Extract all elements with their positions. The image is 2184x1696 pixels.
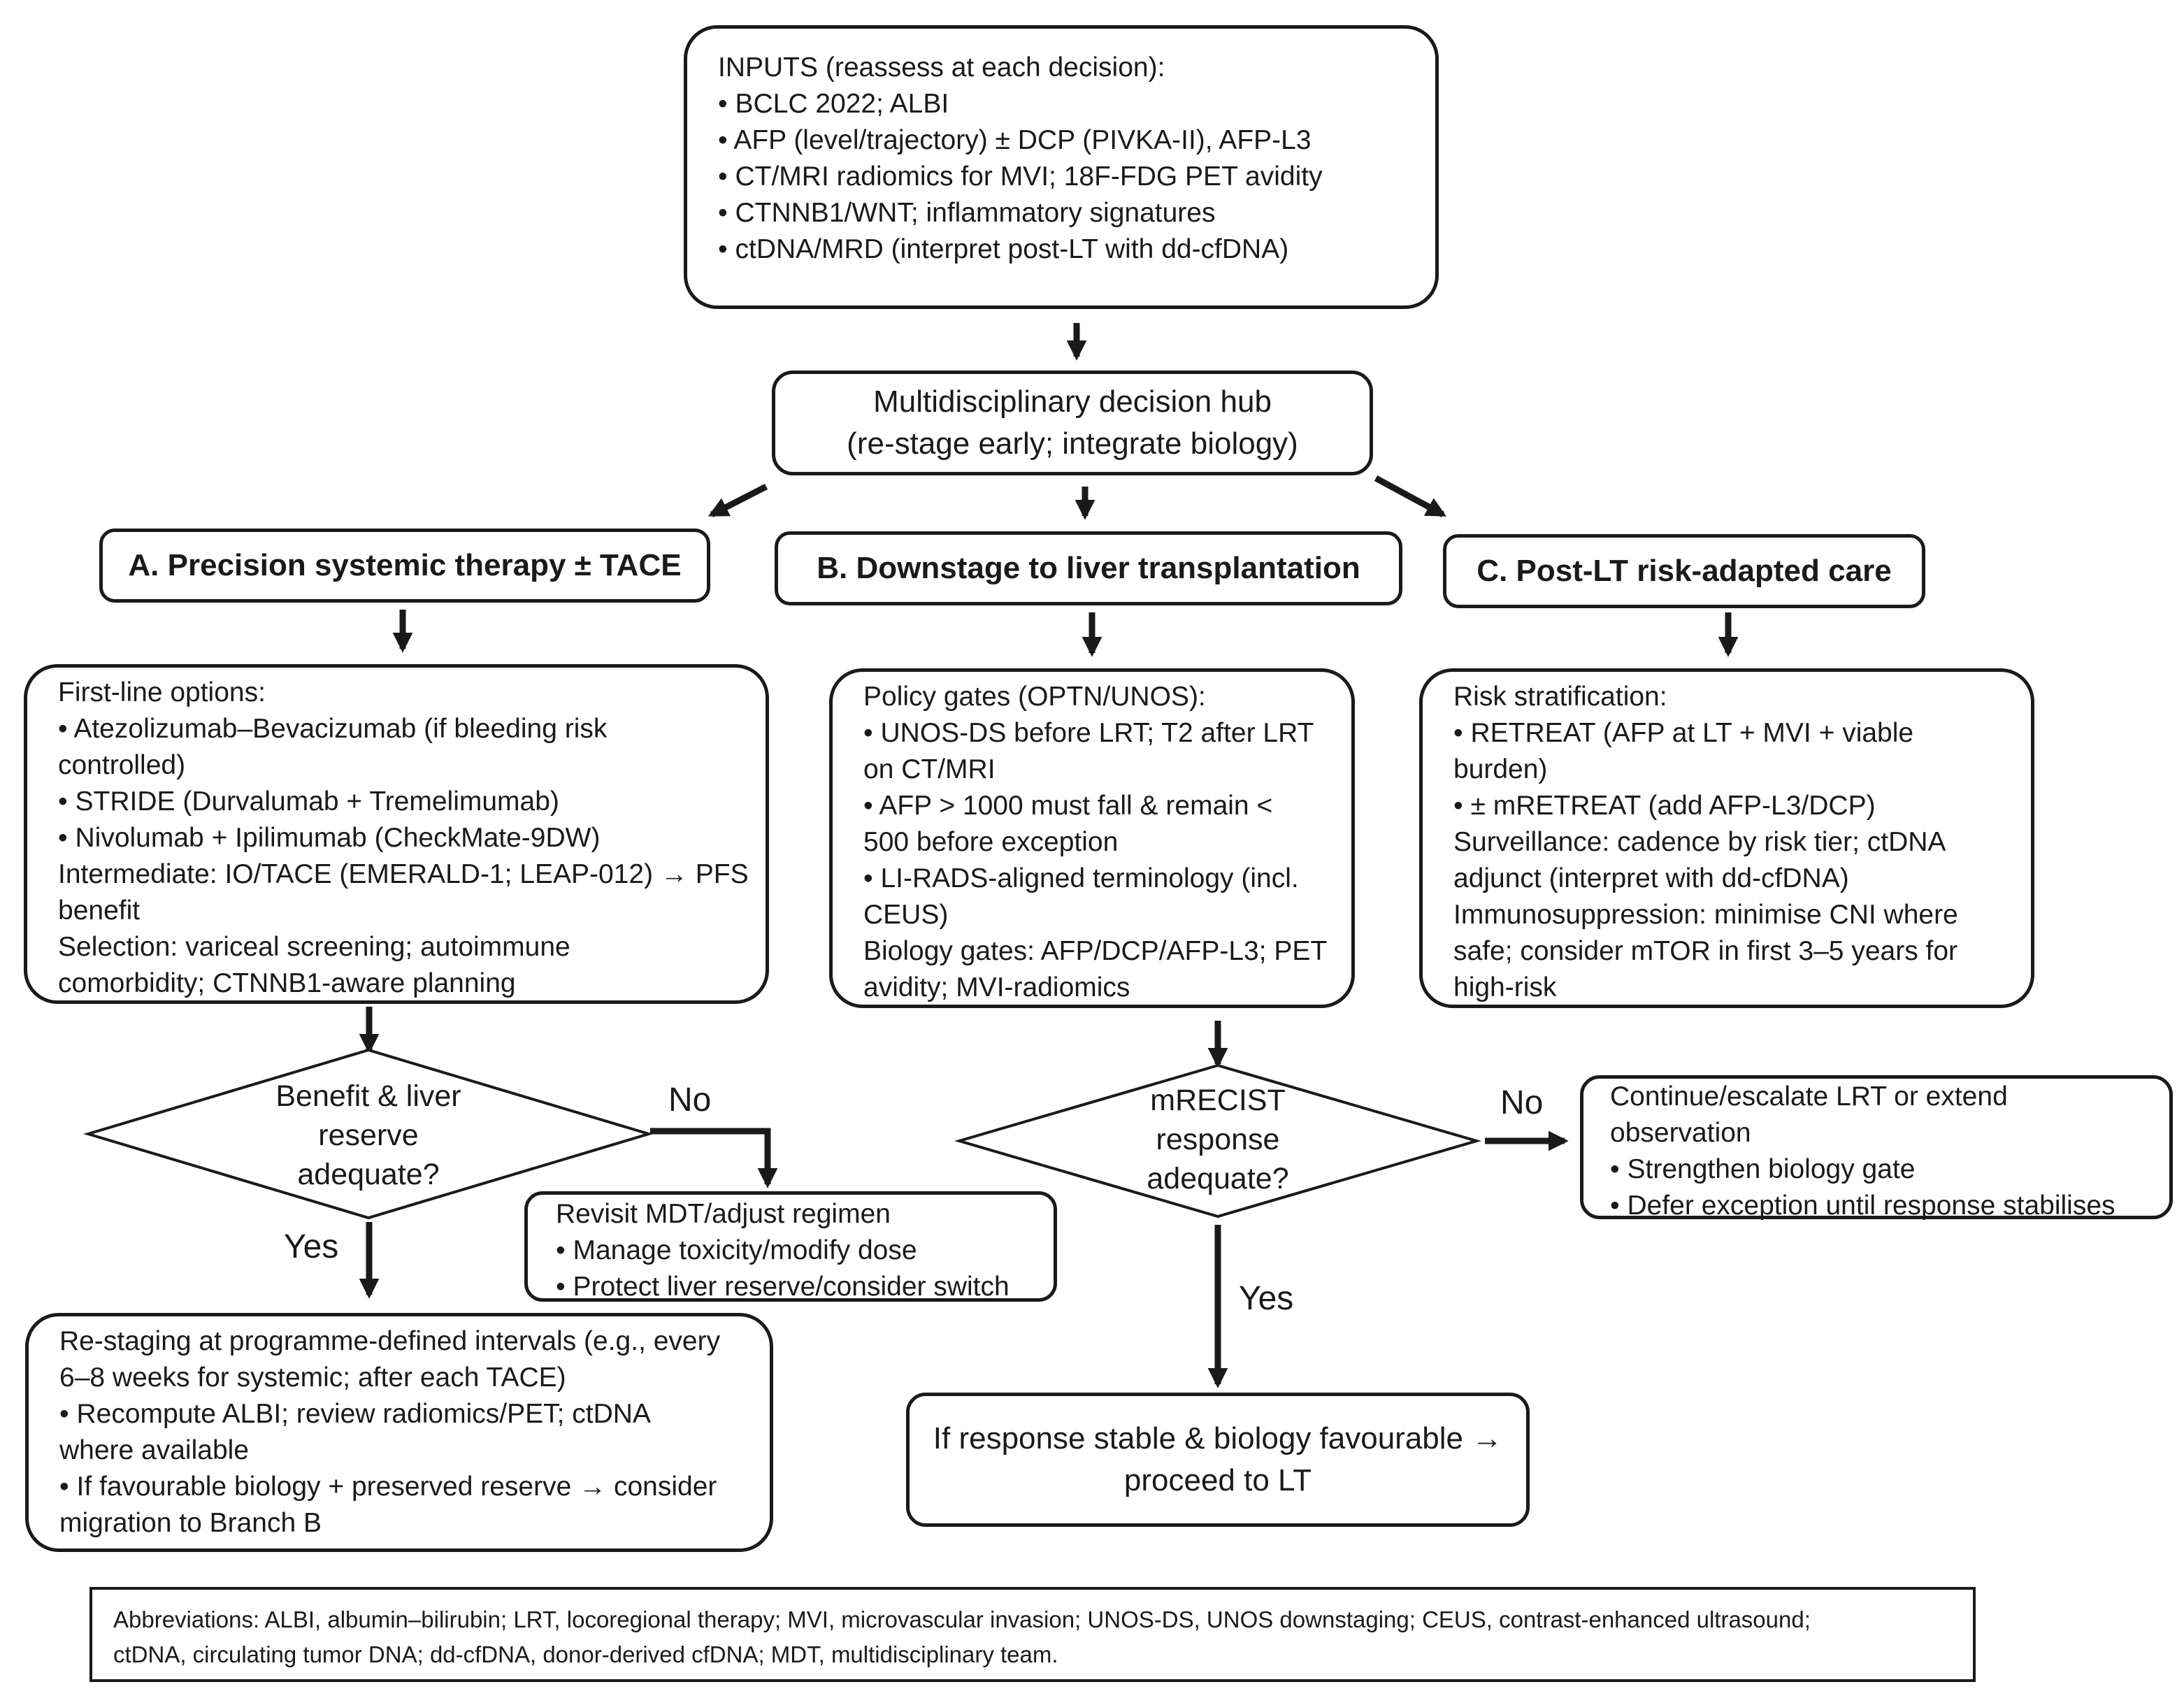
risk-line: Immunosuppression: minimise CNI where [1453, 900, 1958, 930]
revisit-mdt-box: Revisit MDT/adjust regimen • Manage toxi… [524, 1191, 1057, 1302]
continue-line: • Defer exception until response stabili… [1610, 1191, 2115, 1221]
decision-a-line: reserve [318, 1119, 419, 1152]
arrow-no-a-to-revisit [650, 1128, 778, 1188]
no-label-b: No [1500, 1084, 1544, 1121]
first-line-line: controlled) [58, 750, 186, 780]
branch-b-header: B. Downstage to liver transplantation [775, 531, 1402, 605]
policy-line: • AFP > 1000 must fall & remain < [863, 791, 1273, 821]
risk-line: • RETREAT (AFP at LT + MVI + viable [1453, 718, 1914, 748]
decision-hub-box: Multidisciplinary decision hub (re-stage… [772, 371, 1373, 475]
decision-b-line: response [1156, 1123, 1280, 1156]
revisit-line: • Protect liver reserve/consider switch [556, 1272, 1010, 1302]
decision-diamond-benefit [83, 1048, 654, 1220]
restaging-line: • Recompute ALBI; review radiomics/PET; … [59, 1399, 651, 1429]
decision-a-text: Benefit & liver reserve adequate? [229, 1077, 508, 1194]
continue-line: • Strengthen biology gate [1610, 1154, 1916, 1184]
decision-b-text: mRECIST response adequate? [1078, 1081, 1358, 1198]
inputs-item: • BCLC 2022; ALBI [718, 89, 949, 119]
proceed-to-lt-box: If response stable & biology favourable … [906, 1393, 1530, 1527]
restaging-box: Re-staging at programme-defined interval… [25, 1313, 773, 1552]
policy-line: avidity; MVI-radiomics [863, 972, 1130, 1002]
first-line-line: • STRIDE (Durvalumab + Tremelimumab) [58, 786, 559, 817]
hub-line: Multidisciplinary decision hub [873, 385, 1272, 419]
abbreviations-line: Abbreviations: ALBI, albumin–bilirubin; … [113, 1607, 1811, 1632]
risk-line: Risk stratification: [1453, 682, 1667, 712]
restaging-line: 6–8 weeks for systemic; after each TACE) [59, 1363, 566, 1393]
decision-b-line: adequate? [1147, 1162, 1289, 1195]
restaging-line: migration to Branch B [59, 1508, 322, 1538]
decision-b-line: mRECIST [1150, 1084, 1286, 1117]
arrow-hub-to-c [1374, 475, 1447, 517]
proceed-line: If response stable & biology favourable … [933, 1421, 1503, 1456]
first-line-line: First-line options: [58, 677, 266, 707]
inputs-item: • AFP (level/trajectory) ± DCP (PIVKA-II… [718, 125, 1312, 155]
first-line-line: Intermediate: IO/TACE (EMERALD-1; LEAP-0… [58, 859, 749, 889]
risk-line: safe; consider mTOR in first 3–5 years f… [1453, 936, 1958, 966]
decision-diamond-mrecist [954, 1063, 1482, 1219]
inputs-item: • ctDNA/MRD (interpret post-LT with dd-c… [718, 234, 1289, 264]
risk-line: Surveillance: cadence by risk tier; ctDN… [1453, 827, 1946, 857]
yes-label-b: Yes [1239, 1280, 1294, 1317]
risk-line: burden) [1453, 754, 1548, 784]
first-line-options-box: First-line options: • Atezolizumab–Bevac… [24, 664, 769, 1004]
revisit-line: • Manage toxicity/modify dose [556, 1235, 917, 1265]
decision-a-line: adequate? [297, 1158, 440, 1191]
proceed-line: proceed to LT [1123, 1463, 1312, 1497]
risk-line: • ± mRETREAT (add AFP-L3/DCP) [1453, 791, 1876, 821]
inputs-item: • CT/MRI radiomics for MVI; 18F-FDG PET … [718, 161, 1323, 192]
policy-line: CEUS) [863, 900, 949, 930]
first-line-line: • Nivolumab + Ipilimumab (CheckMate-9DW) [58, 823, 601, 853]
first-line-line: Selection: variceal screening; autoimmun… [58, 932, 570, 962]
no-label-a: No [668, 1081, 712, 1119]
yes-label-a: Yes [284, 1228, 339, 1265]
risk-line: high-risk [1453, 972, 1557, 1002]
policy-line: 500 before exception [863, 827, 1119, 857]
continue-line: Continue/escalate LRT or extend [1610, 1081, 2008, 1112]
inputs-item: • CTNNB1/WNT; inflammatory signatures [718, 198, 1216, 228]
first-line-line: comorbidity; CTNNB1-aware planning [58, 968, 516, 998]
restaging-line: • If favourable biology + preserved rese… [59, 1472, 717, 1502]
abbreviations-line: ctDNA, circulating tumor DNA; dd-cfDNA, … [113, 1641, 1058, 1667]
first-line-line: • Atezolizumab–Bevacizumab (if bleeding … [58, 714, 608, 744]
risk-stratification-box: Risk stratification: • RETREAT (AFP at L… [1419, 668, 2034, 1008]
branch-a-header: A. Precision systemic therapy ± TACE [99, 529, 710, 603]
risk-line: adjunct (interpret with dd-cfDNA) [1453, 863, 1849, 893]
arrow-hub-to-a [707, 483, 768, 518]
policy-gates-box: Policy gates (OPTN/UNOS): • UNOS-DS befo… [829, 668, 1355, 1008]
inputs-title: INPUTS (reassess at each decision): [718, 52, 1165, 82]
continue-lrt-box: Continue/escalate LRT or extend observat… [1580, 1075, 2173, 1221]
restaging-line: Re-staging at programme-defined interval… [59, 1326, 721, 1356]
decision-a-line: Benefit & liver [275, 1079, 461, 1113]
restaging-line: where available [59, 1435, 250, 1465]
continue-line: observation [1610, 1118, 1751, 1148]
policy-line: Biology gates: AFP/DCP/AFP-L3; PET [863, 936, 1328, 966]
branch-c-header: C. Post-LT risk-adapted care [1443, 534, 1925, 608]
inputs-box: INPUTS (reassess at each decision): • BC… [684, 25, 1439, 309]
policy-line: • LI-RADS-aligned terminology (incl. [863, 863, 1299, 893]
hub-line: (re-stage early; integrate biology) [847, 426, 1298, 461]
revisit-line: Revisit MDT/adjust regimen [556, 1199, 891, 1229]
first-line-line: benefit [58, 896, 141, 926]
policy-line: on CT/MRI [863, 754, 996, 784]
policy-line: • UNOS-DS before LRT; T2 after LRT [863, 718, 1314, 748]
abbreviations-box: Abbreviations: ALBI, albumin–bilirubin; … [89, 1587, 1976, 1682]
policy-line: Policy gates (OPTN/UNOS): [863, 682, 1206, 712]
